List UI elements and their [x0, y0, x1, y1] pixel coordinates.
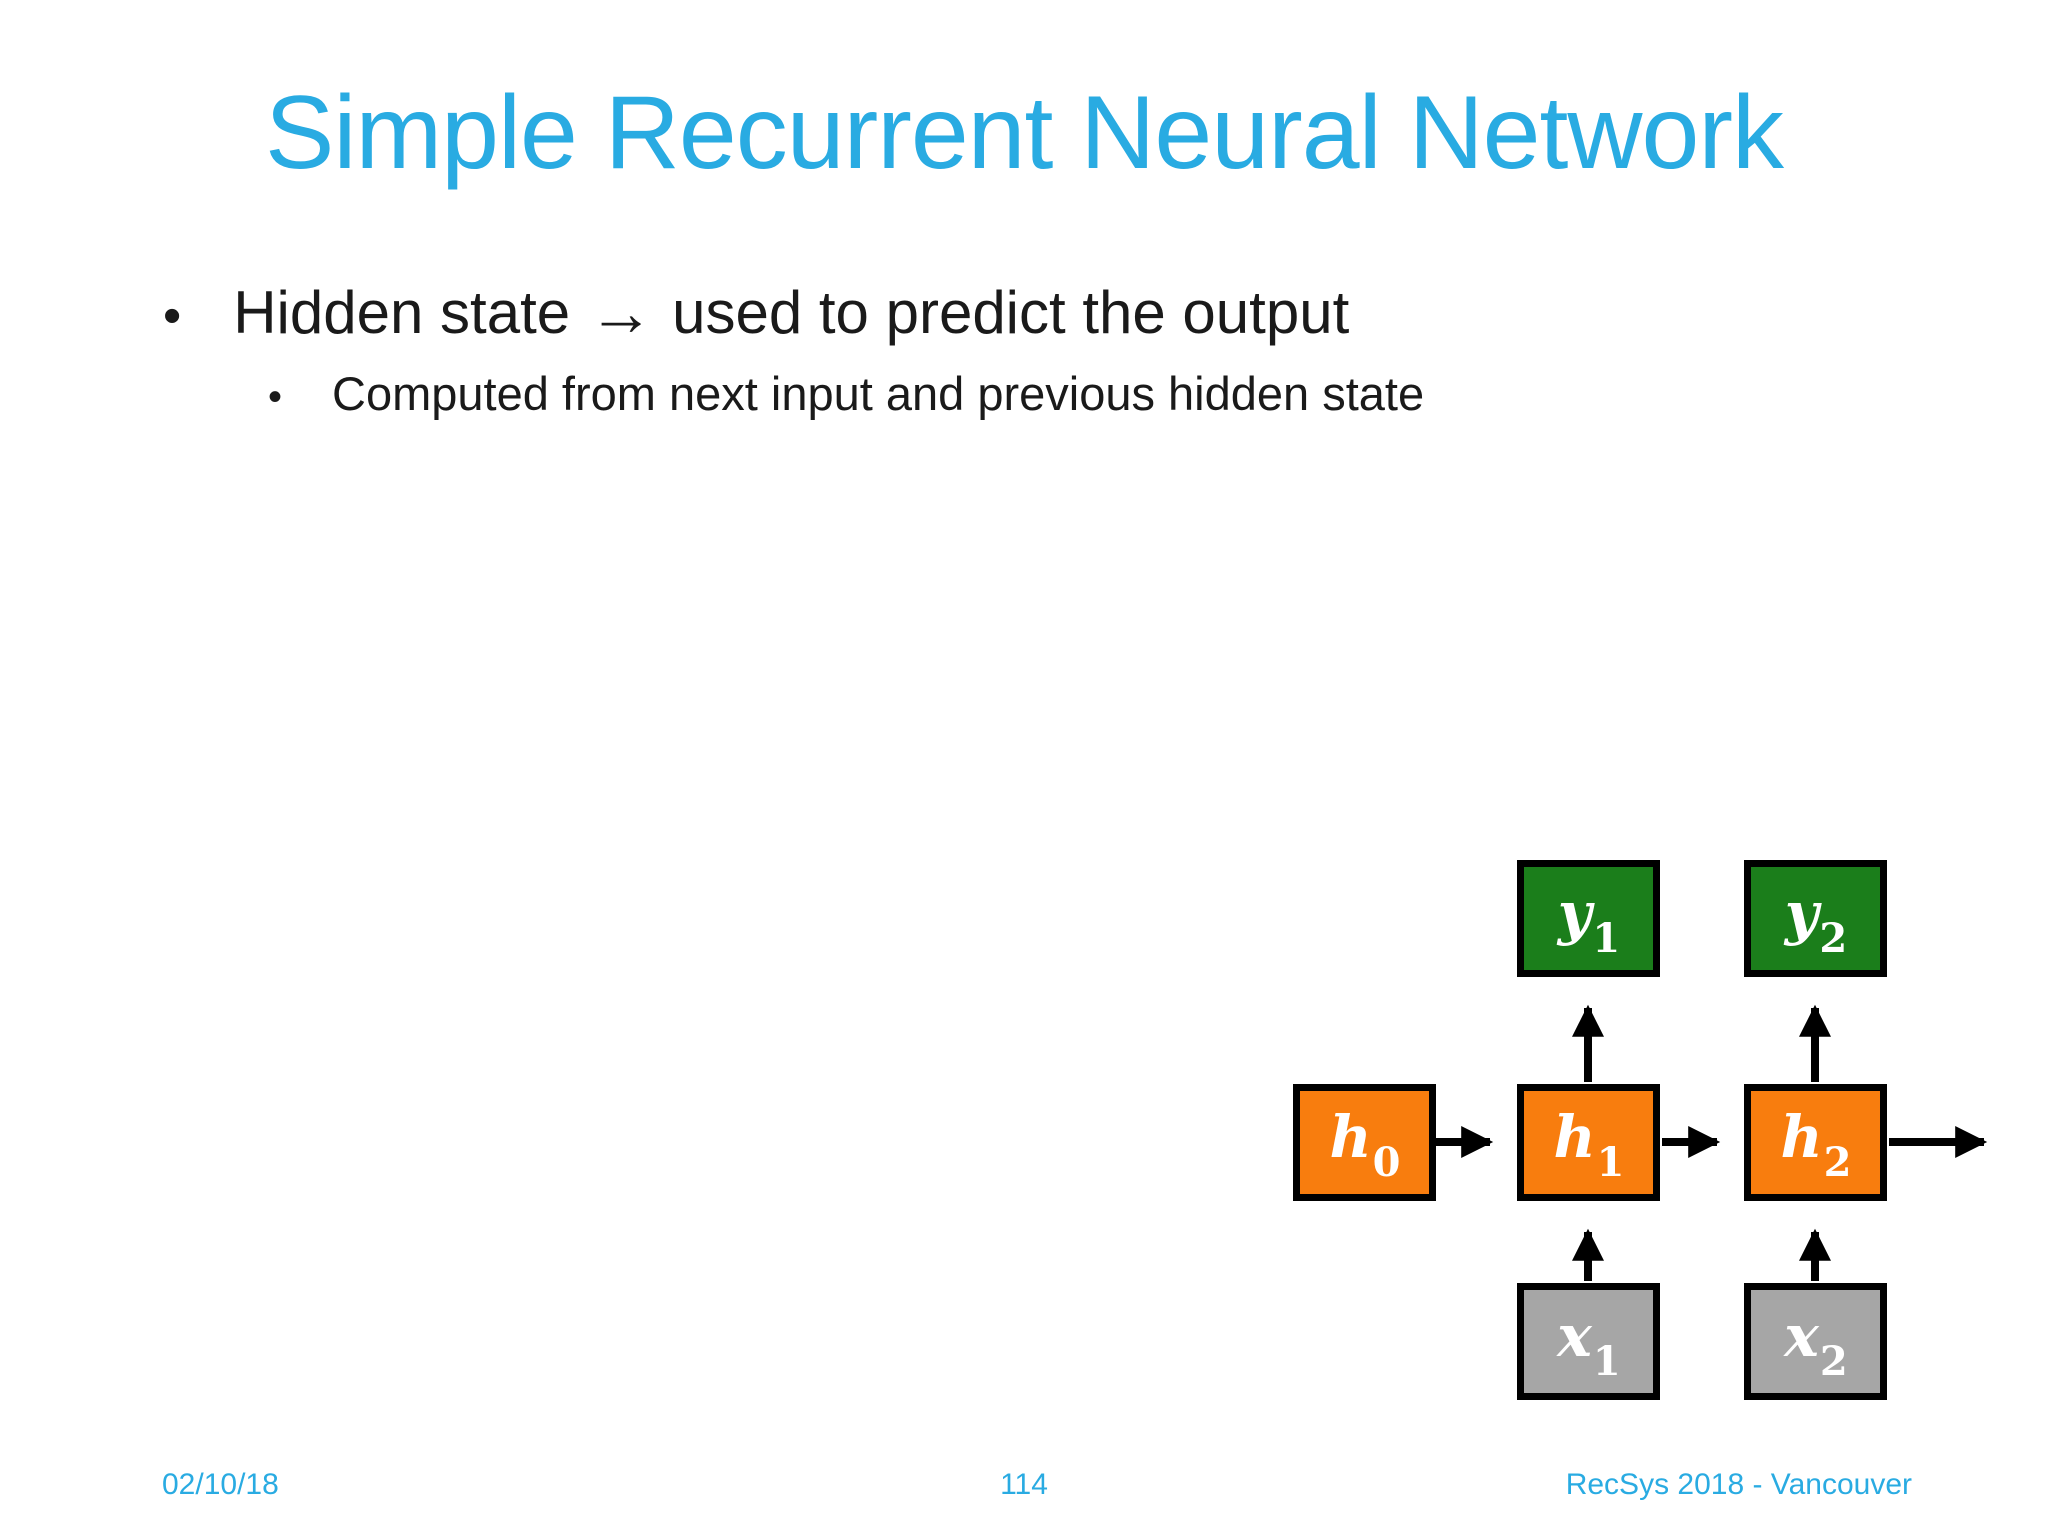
bullet-main: • Hidden state → used to predict the out…	[163, 272, 1350, 349]
bullet-marker: •	[268, 375, 283, 419]
node-x1: x1	[1517, 1283, 1660, 1400]
node-x2-label: x2	[1784, 1302, 1848, 1385]
node-x2: x2	[1744, 1283, 1887, 1400]
node-h1-label: h1	[1553, 1103, 1625, 1186]
node-h1: h1	[1517, 1084, 1660, 1201]
slide-title: Simple Recurrent Neural Network	[265, 75, 1784, 191]
node-h0: h0	[1293, 1084, 1436, 1201]
node-y2-label: y2	[1784, 879, 1848, 962]
bullet-main-text-post: used to predict the output	[672, 279, 1350, 346]
bullet-main-text-pre: Hidden state	[233, 279, 571, 346]
node-h0-label: h0	[1329, 1103, 1401, 1186]
node-h2-label: h2	[1780, 1103, 1852, 1186]
node-x1-label: x1	[1557, 1302, 1621, 1385]
node-h2: h2	[1744, 1084, 1887, 1201]
footer-page-number: 114	[1000, 1468, 1048, 1501]
footer-date: 02/10/18	[162, 1468, 279, 1501]
bullet-sub-text: Computed from next input and previous hi…	[332, 367, 1425, 420]
bullet-marker: •	[163, 287, 182, 345]
node-y1-label: y1	[1557, 879, 1621, 962]
node-y2: y2	[1744, 860, 1887, 977]
right-arrow-icon: →	[588, 275, 655, 349]
footer-venue: RecSys 2018 - Vancouver	[1565, 1468, 1912, 1501]
bullet-sub: • Computed from next input and previous …	[268, 366, 1424, 421]
node-y1: y1	[1517, 860, 1660, 977]
